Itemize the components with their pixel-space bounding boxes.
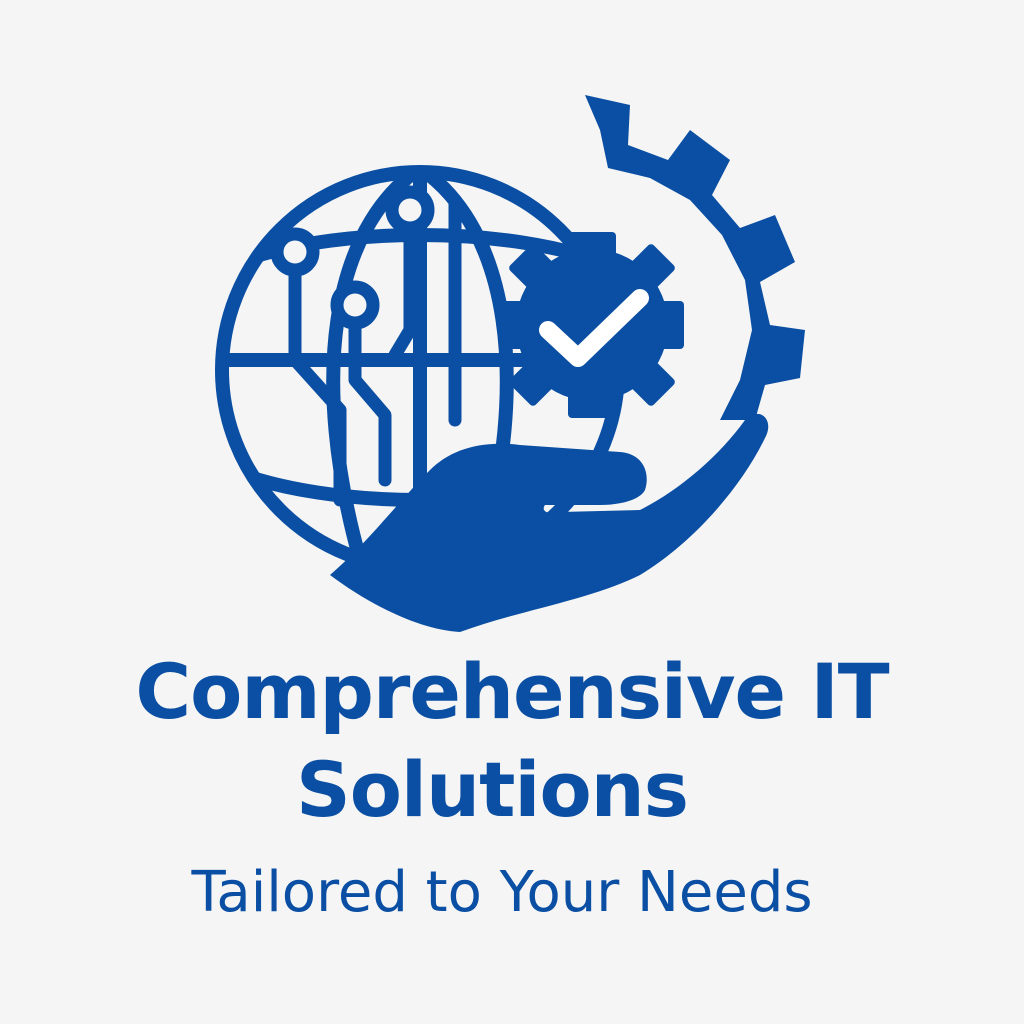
hand-icon: [330, 413, 769, 632]
tagline: Tailored to Your Needs: [191, 860, 813, 925]
logo-mark: [215, 95, 805, 632]
headline-line-1: Comprehensive IT: [135, 647, 889, 736]
checkmark-icon: [539, 289, 649, 367]
circuit-icon: [270, 185, 462, 507]
large-gear-icon: [585, 95, 805, 420]
headline-line-2: Solutions: [295, 745, 689, 834]
gear-icon: [500, 232, 684, 418]
